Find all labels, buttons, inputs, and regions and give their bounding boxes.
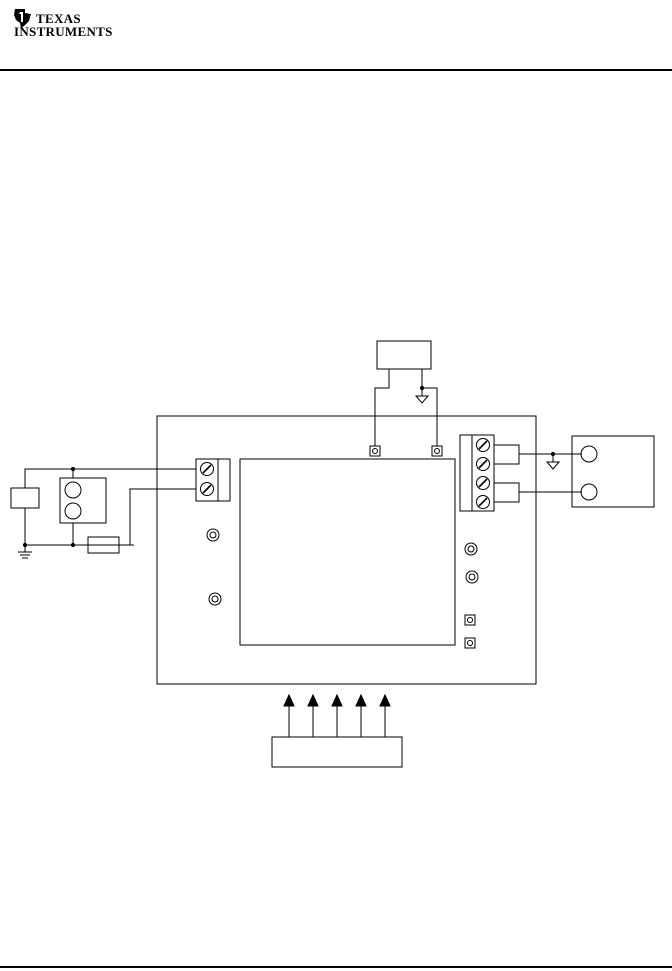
test-point-top-left xyxy=(369,445,381,457)
arrow-3-head xyxy=(331,693,343,707)
logo-line-1: Texas xyxy=(36,11,81,26)
ti-state-logo-icon xyxy=(14,9,31,28)
left-jack-upper-inner xyxy=(209,531,217,539)
page-header: Texas Instruments xyxy=(0,0,672,72)
right-terminal-screw-1 xyxy=(476,438,490,452)
left-meter-port-upper xyxy=(64,481,82,499)
left-terminal-screw-2-slot xyxy=(202,484,212,494)
left-terminal-screw-2 xyxy=(200,482,214,496)
header-rule xyxy=(0,69,672,71)
left-terminal-block xyxy=(195,458,231,502)
right-test-point-upper-hole xyxy=(467,617,473,623)
left-jack-upper xyxy=(206,528,220,542)
left-meter-box xyxy=(59,477,107,524)
right-terminal-block xyxy=(459,434,495,512)
right-terminal-screw-2-slot xyxy=(478,459,488,469)
right-connector-lower xyxy=(493,482,520,503)
left-jack-lower xyxy=(208,592,222,606)
arrow-4-head xyxy=(355,693,367,707)
ti-logo: Texas Instruments xyxy=(6,4,112,38)
footer-rule xyxy=(0,966,672,968)
right-test-point-upper xyxy=(464,614,476,626)
right-terminal-screw-4-slot xyxy=(478,497,488,507)
logo-wordmark: Texas Instruments xyxy=(14,12,113,38)
top-supply-box xyxy=(376,340,432,370)
right-jack-lower-inner xyxy=(468,573,476,581)
right-connector-upper xyxy=(493,444,520,465)
right-terminal-screw-1-slot xyxy=(478,440,488,450)
right-terminal-screw-3-slot xyxy=(478,478,488,488)
right-jack-lower xyxy=(465,570,479,584)
arrow-1-head xyxy=(283,693,295,707)
left-wire-second xyxy=(119,488,196,546)
right-terminal-screw-2 xyxy=(476,457,490,471)
right-device-port-upper xyxy=(580,445,598,463)
left-jack-lower-inner xyxy=(211,595,219,603)
top-junction-dot xyxy=(419,385,425,391)
top-supply-wire-left xyxy=(374,369,390,446)
top-supply-wire-right xyxy=(421,369,438,446)
arrow-2-head xyxy=(307,693,319,707)
right-external-device xyxy=(571,435,655,508)
left-source-box xyxy=(10,487,40,509)
right-junction-dot xyxy=(550,451,556,457)
left-wire-top xyxy=(24,468,196,488)
test-point-top-right xyxy=(431,445,443,457)
logo-line-2: Instruments xyxy=(14,24,113,39)
left-meter-port-lower xyxy=(64,502,82,520)
main-board xyxy=(156,415,537,685)
left-terminal-screw-1-slot xyxy=(202,464,212,474)
bottom-control-box xyxy=(271,736,403,768)
right-jack-upper-inner xyxy=(467,545,475,553)
test-point-top-left-hole xyxy=(372,448,378,454)
test-point-top-right-hole xyxy=(434,448,440,454)
inner-module xyxy=(239,458,456,646)
right-jack-upper xyxy=(464,542,478,556)
left-wire-ground xyxy=(24,508,134,546)
arrow-5-head xyxy=(379,693,391,707)
top-ground-symbol xyxy=(414,395,430,404)
right-test-point-lower-hole xyxy=(467,640,473,646)
right-test-point-lower xyxy=(464,637,476,649)
right-terminal-screw-4 xyxy=(476,495,490,509)
right-terminal-screw-3 xyxy=(476,476,490,490)
left-terminal-screw-1 xyxy=(200,462,214,476)
right-ground-symbol xyxy=(545,461,561,470)
right-device-port-lower xyxy=(580,483,598,501)
